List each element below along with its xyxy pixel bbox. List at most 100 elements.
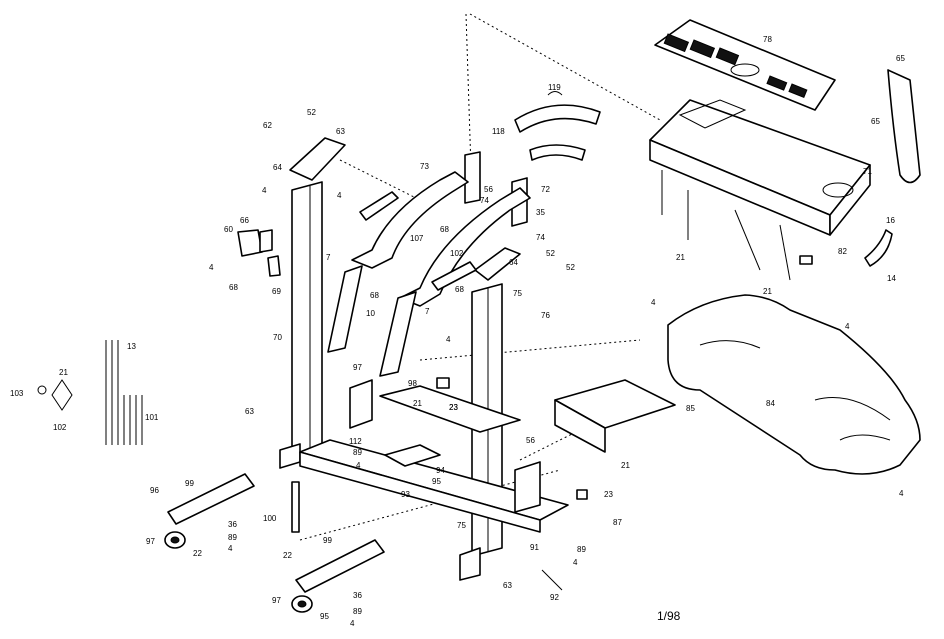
part-label: 93 bbox=[401, 490, 410, 499]
part-label: 73 bbox=[420, 162, 429, 171]
part-label: 10 bbox=[366, 309, 375, 318]
rod-set bbox=[105, 340, 143, 445]
part-label: 101 bbox=[145, 413, 159, 422]
left-roller-assembly bbox=[164, 473, 255, 549]
side-bracket bbox=[237, 229, 281, 277]
small-hardware bbox=[37, 255, 813, 591]
part-label: 64 bbox=[509, 258, 518, 267]
part-label: 85 bbox=[686, 404, 695, 413]
page-code: 1/98 bbox=[657, 609, 681, 623]
part-label: 72 bbox=[541, 185, 550, 194]
part-label: 102 bbox=[53, 423, 67, 432]
part-label: 69 bbox=[272, 287, 281, 296]
part-label: 84 bbox=[766, 399, 775, 408]
part-label: 95 bbox=[320, 612, 329, 621]
part-label: 4 bbox=[209, 263, 214, 272]
part-label: 94 bbox=[436, 466, 445, 475]
power-cord bbox=[887, 69, 921, 184]
motor-hood bbox=[667, 294, 921, 475]
part-label: 22 bbox=[283, 551, 292, 560]
right-roller-assembly bbox=[291, 539, 385, 613]
part-label: 89 bbox=[353, 448, 362, 457]
part-label: 21 bbox=[676, 253, 685, 262]
part-label: 60 bbox=[224, 225, 233, 234]
part-label: 76 bbox=[541, 311, 550, 320]
part-label: 22 bbox=[193, 549, 202, 558]
part-label: 107 bbox=[410, 234, 424, 243]
part-label: 97 bbox=[146, 537, 155, 546]
left-upright-post bbox=[279, 181, 323, 469]
part-label: 96 bbox=[150, 486, 159, 495]
part-label: 62 bbox=[263, 121, 272, 130]
motor-tray bbox=[554, 379, 676, 453]
part-label: 4 bbox=[446, 335, 451, 344]
part-label: 52 bbox=[307, 108, 316, 117]
part-label: 95 bbox=[432, 477, 441, 486]
part-label: 99 bbox=[185, 479, 194, 488]
part-label: 56 bbox=[526, 436, 535, 445]
part-label: 68 bbox=[370, 291, 379, 300]
part-label: 35 bbox=[536, 208, 545, 217]
base-frame bbox=[299, 385, 569, 533]
part-label: 4 bbox=[262, 186, 267, 195]
part-label: 4 bbox=[573, 558, 578, 567]
safety-key bbox=[864, 229, 893, 267]
part-label: 65 bbox=[896, 54, 905, 63]
handle-grips bbox=[289, 137, 521, 291]
part-label: 4 bbox=[845, 322, 850, 331]
part-label: 98 bbox=[408, 379, 417, 388]
part-label: 91 bbox=[530, 543, 539, 552]
part-label: 68 bbox=[440, 225, 449, 234]
part-label: 4 bbox=[350, 619, 355, 628]
part-label: 102 bbox=[450, 249, 464, 258]
part-label: 52 bbox=[566, 263, 575, 272]
part-label: 74 bbox=[480, 196, 489, 205]
part-label: 68 bbox=[455, 285, 464, 294]
part-label: 63 bbox=[503, 581, 512, 590]
part-label: 82 bbox=[838, 247, 847, 256]
part-label: 99 bbox=[323, 536, 332, 545]
part-label: 119 bbox=[548, 83, 561, 92]
part-label: 36 bbox=[353, 591, 362, 600]
part-label: 36 bbox=[228, 520, 237, 529]
console-overlay bbox=[654, 19, 836, 111]
part-label: 7 bbox=[425, 307, 430, 316]
part-label: 21 bbox=[59, 368, 68, 377]
part-label: 63 bbox=[336, 127, 345, 136]
part-label: 71 bbox=[863, 167, 872, 176]
part-label: 75 bbox=[457, 521, 466, 530]
part-label: 89 bbox=[577, 545, 586, 554]
part-label: 64 bbox=[273, 163, 282, 172]
part-label: 4 bbox=[651, 298, 656, 307]
part-label: 92 bbox=[550, 593, 559, 602]
part-label: 63 bbox=[245, 407, 254, 416]
part-label: 75 bbox=[513, 289, 522, 298]
part-label: 4 bbox=[228, 544, 233, 553]
part-label: 23 bbox=[449, 403, 458, 412]
part-label: 65 bbox=[871, 117, 880, 126]
part-label: 89 bbox=[353, 607, 362, 616]
part-label: 4 bbox=[337, 191, 342, 200]
arm-tubes bbox=[327, 265, 417, 377]
part-label: 103 bbox=[10, 389, 24, 398]
part-label: 14 bbox=[887, 274, 896, 283]
part-label: 56 bbox=[484, 185, 493, 194]
part-label: 100 bbox=[263, 514, 277, 523]
part-label: 97 bbox=[272, 596, 281, 605]
pivot-bolt bbox=[291, 481, 300, 533]
part-label: 7 bbox=[326, 253, 331, 262]
part-label: 21 bbox=[413, 399, 422, 408]
part-labels: 52 62 63 64 4 4 66 60 4 68 69 7 70 73 56… bbox=[10, 35, 905, 628]
console-base bbox=[649, 99, 871, 236]
part-label: 89 bbox=[228, 533, 237, 542]
part-label: 23 bbox=[449, 403, 458, 412]
handrails bbox=[351, 171, 531, 307]
part-label: 4 bbox=[356, 461, 361, 470]
rear-strap bbox=[514, 91, 601, 161]
part-label: 4 bbox=[899, 489, 904, 498]
part-label: 112 bbox=[349, 437, 362, 446]
part-label: 16 bbox=[886, 216, 895, 225]
part-label: 118 bbox=[492, 127, 505, 136]
